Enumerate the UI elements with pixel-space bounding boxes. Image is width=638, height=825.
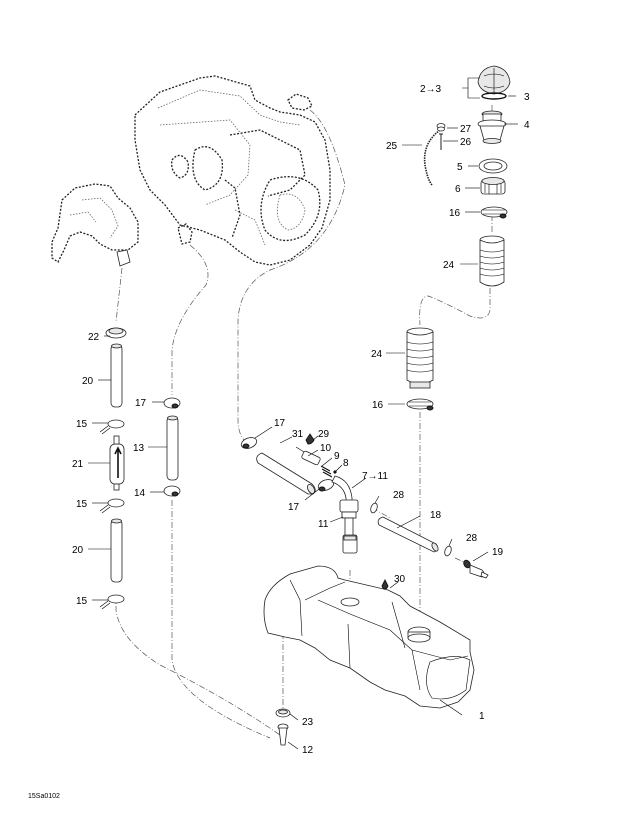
callout-7-to-11: 7→11 <box>362 471 388 482</box>
callout-15-middle: 15 <box>76 499 88 510</box>
callout-15-lower: 15 <box>76 596 88 607</box>
engine-block-ghost <box>134 75 331 266</box>
washer-5[interactable] <box>478 158 508 174</box>
callout-28-right: 28 <box>466 533 478 544</box>
callout-18: 18 <box>430 510 442 521</box>
callout-11: 11 <box>318 519 329 530</box>
callout-17-upper-left: 17 <box>274 418 286 429</box>
fuel-hose-20-lower[interactable] <box>110 518 123 583</box>
callout-23: 23 <box>302 717 314 728</box>
hose-31[interactable] <box>256 452 316 495</box>
grommet-23[interactable] <box>275 708 291 718</box>
callout-8: 8 <box>343 458 349 469</box>
vent-fitting-12[interactable] <box>277 723 289 746</box>
o-ring-3[interactable] <box>481 92 507 100</box>
callout-24-upper: 24 <box>443 260 455 271</box>
callout-30: 30 <box>394 574 406 585</box>
plug-30[interactable] <box>381 578 389 590</box>
hose-routing-lines <box>115 105 493 739</box>
tank-pickup-opening <box>340 597 360 607</box>
fuel-tank-1[interactable] <box>263 565 475 709</box>
callout-12: 12 <box>302 745 314 756</box>
clamp-17-middle[interactable] <box>163 397 181 409</box>
clamp-28-right[interactable] <box>443 538 453 557</box>
callout-10: 10 <box>320 443 332 454</box>
callout-labels: 22 20 15 21 15 20 15 17 13 14 17 31 29 1… <box>72 84 530 756</box>
clamp-15-upper[interactable] <box>99 419 125 435</box>
callout-3: 3 <box>524 92 530 103</box>
callout-16-upper: 16 <box>449 208 461 219</box>
callout-6: 6 <box>455 184 461 195</box>
tank-filler-opening <box>407 626 431 643</box>
callout-9: 9 <box>334 451 340 462</box>
clamp-28-left[interactable] <box>369 495 380 514</box>
pin-26[interactable] <box>439 133 443 150</box>
callout-20-lower: 20 <box>72 545 84 556</box>
callout-17-middle: 17 <box>135 398 147 409</box>
check-valve-19[interactable] <box>454 557 489 579</box>
clamp-22[interactable] <box>105 327 127 339</box>
gear-clamp-16-lower[interactable] <box>406 398 434 411</box>
gear-clamp-16-top[interactable] <box>480 206 508 219</box>
spring-9[interactable] <box>320 465 333 478</box>
callout-24-lower: 24 <box>371 349 383 360</box>
callout-1: 1 <box>479 711 485 722</box>
engine-fitting-bottom <box>177 223 193 245</box>
callout-14: 14 <box>134 488 146 499</box>
callout-26: 26 <box>460 137 472 148</box>
callout-20-upper: 20 <box>82 376 94 387</box>
ring-27[interactable] <box>437 126 445 132</box>
hose-18[interactable] <box>377 516 439 553</box>
cap-29[interactable] <box>305 433 315 445</box>
fuel-cap-2[interactable] <box>477 65 511 95</box>
valve-10[interactable] <box>295 446 321 466</box>
fuel-hose-20-upper[interactable] <box>110 343 123 408</box>
callout-29: 29 <box>318 429 330 440</box>
clamp-15-lower[interactable] <box>99 594 125 610</box>
callout-28-left: 28 <box>393 490 405 501</box>
carburetor-ghost <box>51 183 139 263</box>
hose-13[interactable] <box>166 415 179 481</box>
clamp-17-left[interactable] <box>240 436 258 451</box>
callout-27: 27 <box>460 124 472 135</box>
callout-21: 21 <box>72 459 84 470</box>
clamp-15-middle[interactable] <box>99 498 125 514</box>
callout-16-lower: 16 <box>372 400 384 411</box>
nut-6[interactable] <box>480 177 506 195</box>
callout-5: 5 <box>457 162 463 173</box>
fuel-filter-21[interactable] <box>109 435 125 491</box>
engine-fitting-top <box>287 93 313 111</box>
callout-19: 19 <box>492 547 504 558</box>
carburetor-fitting <box>116 249 131 267</box>
clamp-17-right[interactable] <box>317 478 335 493</box>
filler-hose-24-lower[interactable] <box>406 327 434 389</box>
filler-neck-4[interactable] <box>477 110 507 144</box>
callout-15-upper: 15 <box>76 419 88 430</box>
clamp-14[interactable] <box>163 485 181 497</box>
callout-13: 13 <box>133 443 145 454</box>
pin-8[interactable] <box>333 470 337 474</box>
filler-hose-24-upper[interactable] <box>479 235 505 287</box>
callout-2-to-3: 2→3 <box>420 84 442 95</box>
callout-4: 4 <box>524 120 530 131</box>
callout-22: 22 <box>88 332 100 343</box>
callout-31: 31 <box>292 429 304 440</box>
leader-lines <box>88 77 518 750</box>
pickup-tube-11[interactable] <box>331 475 359 554</box>
callout-17-lower: 17 <box>288 502 300 513</box>
retaining-chain-25[interactable] <box>423 123 446 186</box>
callout-25: 25 <box>386 141 398 152</box>
drawing-number: 15Sa0102 <box>28 793 60 800</box>
